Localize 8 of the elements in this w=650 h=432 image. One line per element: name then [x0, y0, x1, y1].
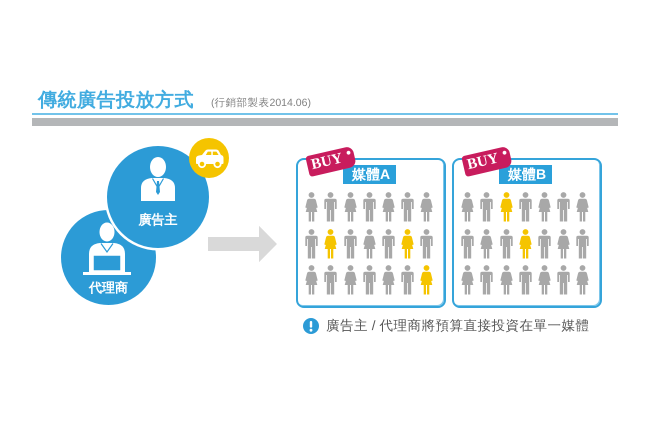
heading-tab: 媒體A: [343, 165, 396, 184]
source-note: (行銷部製表2014.06): [211, 96, 311, 110]
note-text: 廣告主 / 代理商將預算直接投資在單一媒體: [326, 317, 590, 334]
heading-tab: 媒體B: [499, 165, 552, 184]
title: 傳統廣告投放方式: [38, 89, 194, 112]
circle-label: 廣告主: [138, 212, 178, 228]
circle-label: 代理商: [89, 280, 128, 296]
block-arrow: [208, 226, 277, 262]
